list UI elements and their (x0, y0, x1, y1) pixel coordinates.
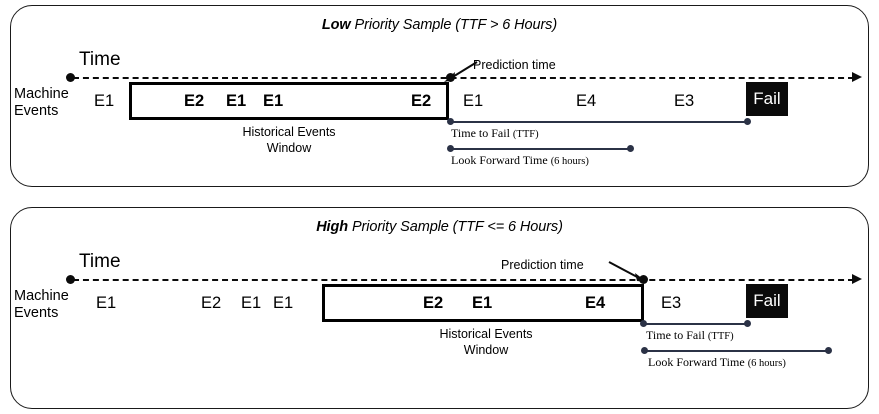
lft-span-end-dot-high (825, 347, 832, 354)
ttf-caption-high-suffix: (TTF) (707, 331, 734, 342)
prediction-time-dot-low (446, 73, 455, 82)
event-label: E2 (423, 294, 444, 312)
event-label: E1 (96, 294, 117, 312)
event-label: E2 (184, 92, 205, 110)
ttf-caption-high: Time to Fail (TTF) (646, 328, 734, 344)
machine-events-label-low-line1: Machine (14, 86, 69, 102)
panel-title-low-rest: Priority Sample (TTF > 6 Hours) (350, 17, 558, 33)
historical-events-caption-high-line2: Window (463, 343, 509, 357)
ttf-span-end-dot-low (744, 118, 751, 125)
lft-span-line-high (645, 350, 829, 352)
event-label: E4 (576, 92, 597, 110)
event-label: E1 (94, 92, 115, 110)
ttf-span-end-dot-high (744, 320, 751, 327)
prediction-time-label-low: Prediction time (473, 58, 556, 72)
fail-badge-high: Fail (746, 284, 788, 318)
historical-events-caption-high-line1: Historical Events (439, 327, 533, 341)
event-label: E4 (585, 294, 606, 312)
timeline-axis-high (73, 279, 854, 281)
ttf-caption-low-main: Time to Fail (451, 126, 513, 140)
ttf-span-start-dot-low (447, 118, 454, 125)
panel-title-low-emphasis: Low (321, 17, 351, 33)
timeline-arrowhead-high (852, 274, 862, 284)
timeline-axis-low (73, 77, 854, 79)
panel-title-high-rest: Priority Sample (TTF <= 6 Hours) (348, 219, 563, 235)
historical-events-caption-low-line2: Window (266, 141, 312, 155)
machine-events-label-low-line2: Events (14, 103, 59, 119)
historical-events-caption-low-line1: Historical Events (242, 125, 336, 139)
event-label: E2 (411, 92, 432, 110)
ttf-caption-high-main: Time to Fail (646, 328, 708, 342)
lft-caption-high-suffix: (6 hours) (747, 358, 786, 369)
lft-caption-low-suffix: (6 hours) (550, 156, 589, 167)
ttf-caption-low: Time to Fail (TTF) (451, 126, 539, 142)
event-label: E1 (273, 294, 294, 312)
prediction-time-dot-high (639, 275, 648, 284)
lft-span-start-dot-low (447, 145, 454, 152)
lft-caption-high-main: Look Forward Time (648, 355, 748, 369)
panel-title-low: Low Priority Sample (TTF > 6 Hours) (11, 17, 868, 33)
panel-high-priority: High Priority Sample (TTF <= 6 Hours) Ti… (10, 207, 869, 409)
time-label-low: Time (79, 49, 121, 70)
machine-events-label-high-line2: Events (14, 305, 59, 321)
historical-events-window-low (129, 82, 449, 120)
panel-title-high: High Priority Sample (TTF <= 6 Hours) (11, 219, 868, 235)
prediction-time-label-high: Prediction time (501, 258, 584, 272)
panel-title-high-emphasis: High (316, 219, 349, 235)
event-label: E3 (661, 294, 682, 312)
historical-events-caption-low: Historical Events Window (179, 124, 399, 156)
time-label-high: Time (79, 251, 121, 272)
lft-caption-low-main: Look Forward Time (451, 153, 551, 167)
machine-events-label-high: Machine Events (14, 288, 69, 322)
ttf-caption-low-suffix: (TTF) (512, 129, 539, 140)
event-label: E2 (201, 294, 222, 312)
machine-events-label-low: Machine Events (14, 86, 69, 120)
timeline-start-dot-high (66, 275, 75, 284)
lft-span-start-dot-high (641, 347, 648, 354)
event-label: E1 (226, 92, 247, 110)
event-label: E1 (263, 92, 284, 110)
timeline-arrowhead-low (852, 72, 862, 82)
timeline-start-dot-low (66, 73, 75, 82)
event-label: E3 (674, 92, 695, 110)
lft-caption-high: Look Forward Time (6 hours) (648, 355, 786, 371)
ttf-span-start-dot-high (640, 320, 647, 327)
ttf-span-line-low (451, 121, 748, 123)
lft-caption-low: Look Forward Time (6 hours) (451, 153, 589, 169)
lft-span-line-low (451, 148, 631, 150)
lft-span-end-dot-low (627, 145, 634, 152)
ttf-span-line-high (644, 323, 748, 325)
event-label: E1 (472, 294, 493, 312)
historical-events-caption-high: Historical Events Window (376, 326, 596, 358)
panel-low-priority: Low Priority Sample (TTF > 6 Hours) Time… (10, 5, 869, 187)
fail-badge-low: Fail (746, 82, 788, 116)
event-label: E1 (463, 92, 484, 110)
machine-events-label-high-line1: Machine (14, 288, 69, 304)
event-label: E1 (241, 294, 262, 312)
historical-events-window-high (322, 284, 644, 322)
